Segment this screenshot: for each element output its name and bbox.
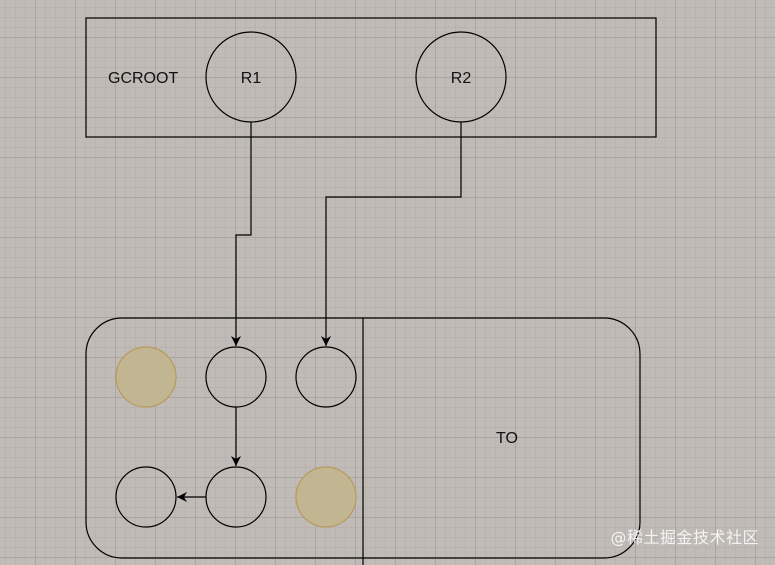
root-r2-label: R2 (451, 70, 472, 87)
watermark-text: @稀土掘金技术社区 (610, 528, 759, 547)
to-space-label: TO (496, 430, 518, 447)
gcroot-label: GCROOT (108, 70, 178, 87)
edge-r1-to-object-2 (231, 122, 252, 346)
edge-r2-to-object-3 (321, 122, 462, 346)
object-5 (205, 466, 267, 528)
object-2 (205, 346, 267, 408)
object-3 (295, 346, 357, 408)
object-4 (115, 466, 177, 528)
object-1 (115, 346, 177, 408)
root-r1-label: R1 (241, 70, 262, 87)
gcroot-box (85, 17, 657, 138)
object-6 (295, 466, 357, 528)
